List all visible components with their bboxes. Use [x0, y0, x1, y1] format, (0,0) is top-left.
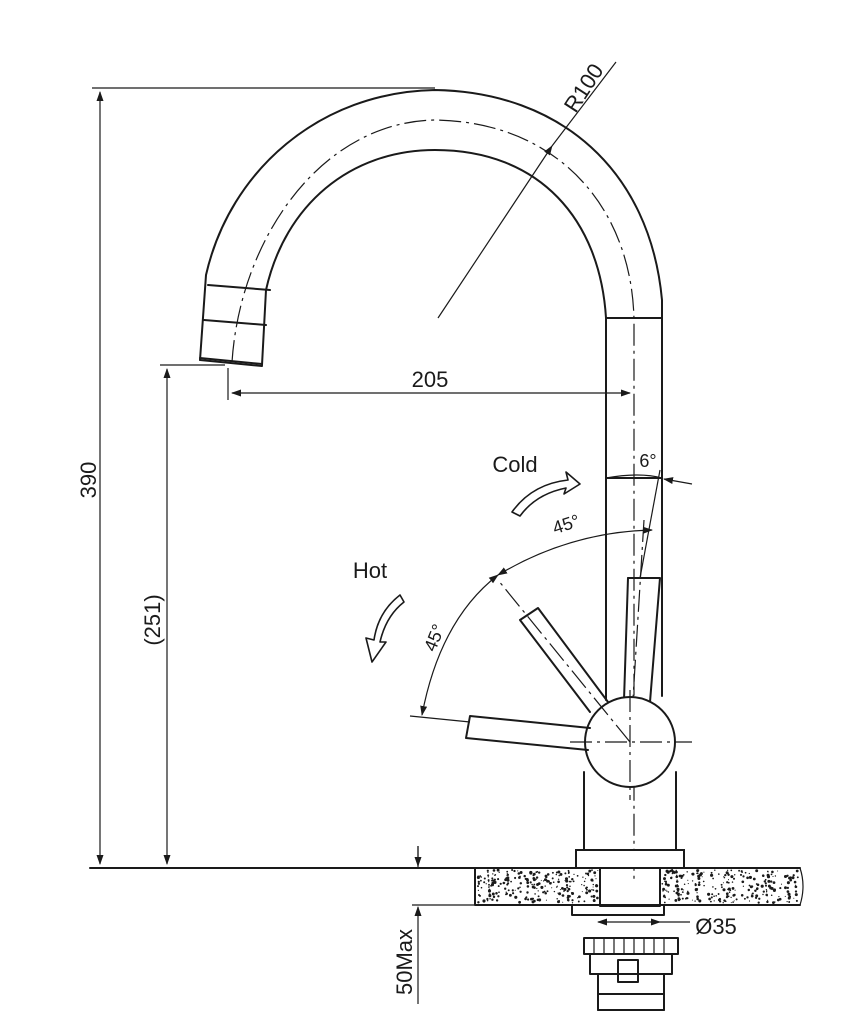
cold-arrow-icon	[511, 471, 581, 517]
mounting-hardware	[571, 867, 679, 1011]
hot-label: Hot	[353, 558, 387, 583]
lever-hub	[570, 690, 692, 800]
dimension-label-hot-45: 45°	[420, 621, 449, 654]
cold-label: Cold	[492, 452, 537, 477]
dimension-label-251: (251)	[140, 594, 165, 645]
dimension-hole-diameter: Ø35	[597, 914, 737, 939]
faucet-spout	[199, 89, 663, 880]
dimension-label-390: 390	[76, 462, 101, 499]
dimension-height-total: 390	[76, 87, 435, 865]
granite-texture	[476, 868, 799, 904]
dimension-label-r100: R100	[559, 59, 609, 117]
dimension-spout-height: (251)	[140, 364, 225, 865]
dimension-cold-angle: 45°	[497, 511, 653, 576]
dimension-hot-angle: 45°	[409, 574, 499, 723]
hot-direction: Hot	[353, 558, 405, 663]
hot-arrow-icon	[365, 594, 405, 663]
dimension-label-205: 205	[412, 367, 449, 392]
dimension-counter-thickness: 50Max	[392, 846, 476, 1004]
dimension-spout-reach: 205	[227, 367, 631, 400]
dimension-tilt: 6°	[605, 451, 693, 579]
lever-hot-position	[465, 579, 631, 751]
dimension-label-cold-45: 45°	[550, 511, 582, 538]
cold-direction: Cold	[492, 452, 581, 517]
dimension-label-d35: Ø35	[695, 914, 737, 939]
countertop	[89, 849, 804, 906]
dimension-label-50max: 50Max	[392, 929, 417, 995]
dimension-label-6deg: 6°	[639, 451, 656, 471]
